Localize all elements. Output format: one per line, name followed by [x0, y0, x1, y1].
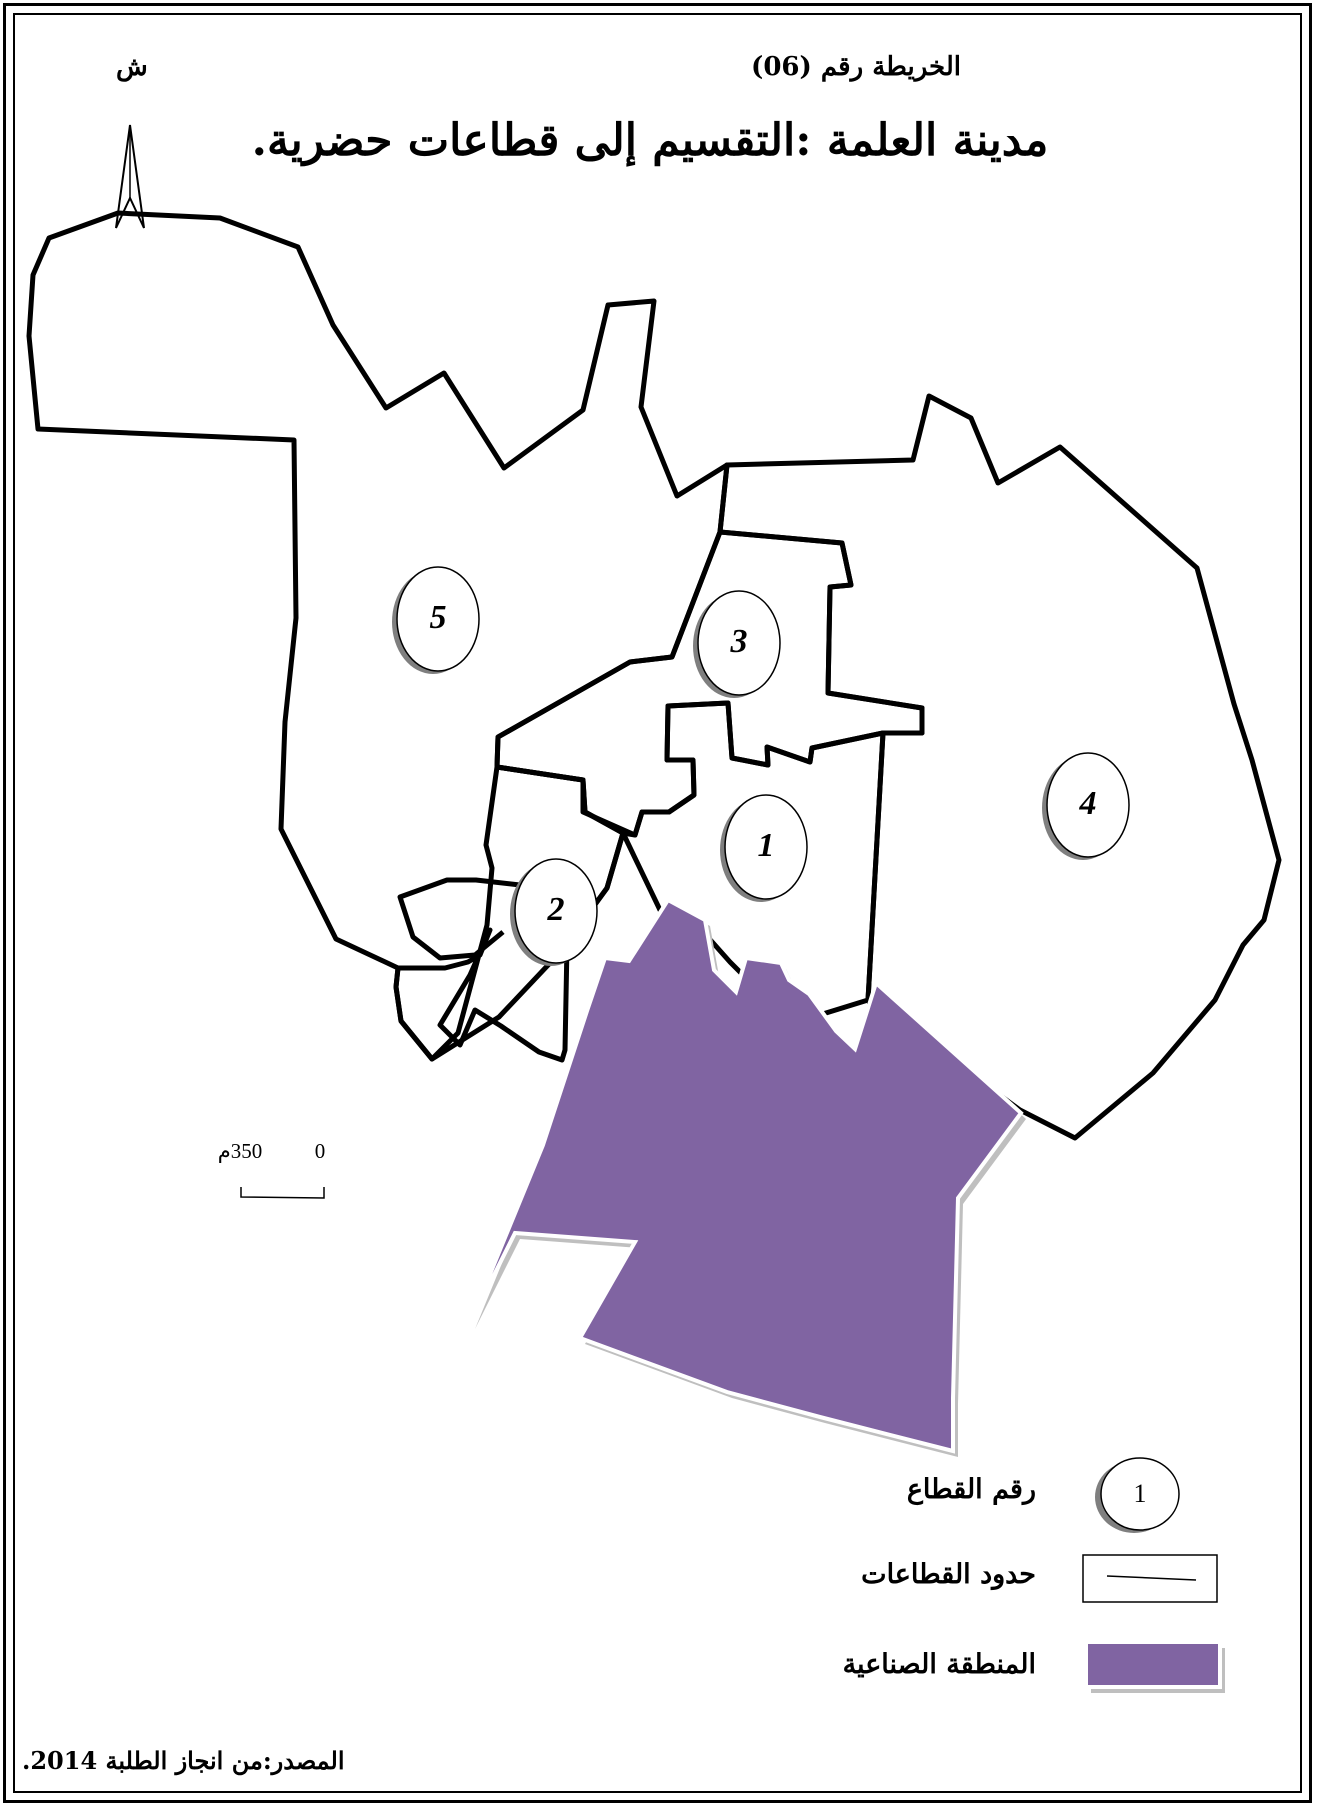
sector-labels: 5 3 4 1 2	[392, 566, 1130, 966]
legend-sector-boundaries-label: حدود القطاعات	[861, 1559, 1036, 1590]
scale-zero-label: 0	[315, 1139, 326, 1163]
legend-symbols: 1	[1082, 1457, 1225, 1693]
industrial-zone	[468, 897, 1026, 1457]
sector-number-4: 4	[1079, 785, 1097, 822]
scale-bar: 0 350م	[218, 1139, 326, 1199]
north-arrow-icon	[115, 124, 145, 229]
sector-5-boundary	[26, 210, 730, 1062]
sector-marker-1: 1	[720, 794, 808, 902]
legend-industrial-zone-label: المنطقة الصناعية	[842, 1649, 1036, 1680]
map-number: الخريطة رقم (06)	[751, 52, 961, 82]
legend-industrial-symbol	[1084, 1640, 1225, 1693]
inner-frame	[13, 13, 1302, 1793]
scale-distance-label: 350م	[218, 1139, 263, 1164]
map-title: مدينة العلمة :التقسيم إلى قطاعات حضرية.	[251, 115, 1049, 166]
legend-sector-number-label: رقم القطاع	[906, 1474, 1036, 1505]
sector-marker-2: 2	[510, 858, 598, 966]
sector-2-loop-boundary	[397, 877, 521, 961]
sector-boundaries	[26, 210, 1282, 1141]
sector-marker-3: 3	[693, 590, 781, 698]
sector-number-3: 3	[730, 623, 748, 660]
sector-number-2: 2	[547, 891, 565, 928]
industrial-zone-area	[468, 897, 1024, 1454]
sector-marker-4: 4	[1042, 752, 1130, 860]
legend-boundary-symbol	[1082, 1554, 1218, 1603]
sector-number-5: 5	[430, 599, 447, 636]
sector-marker-5: 5	[392, 566, 480, 674]
legend-sample-number: 1	[1134, 1479, 1147, 1508]
outer-frame	[3, 3, 1312, 1803]
source-note: المصدر:من انجاز الطلبة 2014.	[22, 1746, 345, 1775]
north-label: ش	[116, 52, 148, 82]
sector-number-1: 1	[758, 827, 775, 864]
legend-sector-number-symbol: 1	[1095, 1457, 1180, 1533]
